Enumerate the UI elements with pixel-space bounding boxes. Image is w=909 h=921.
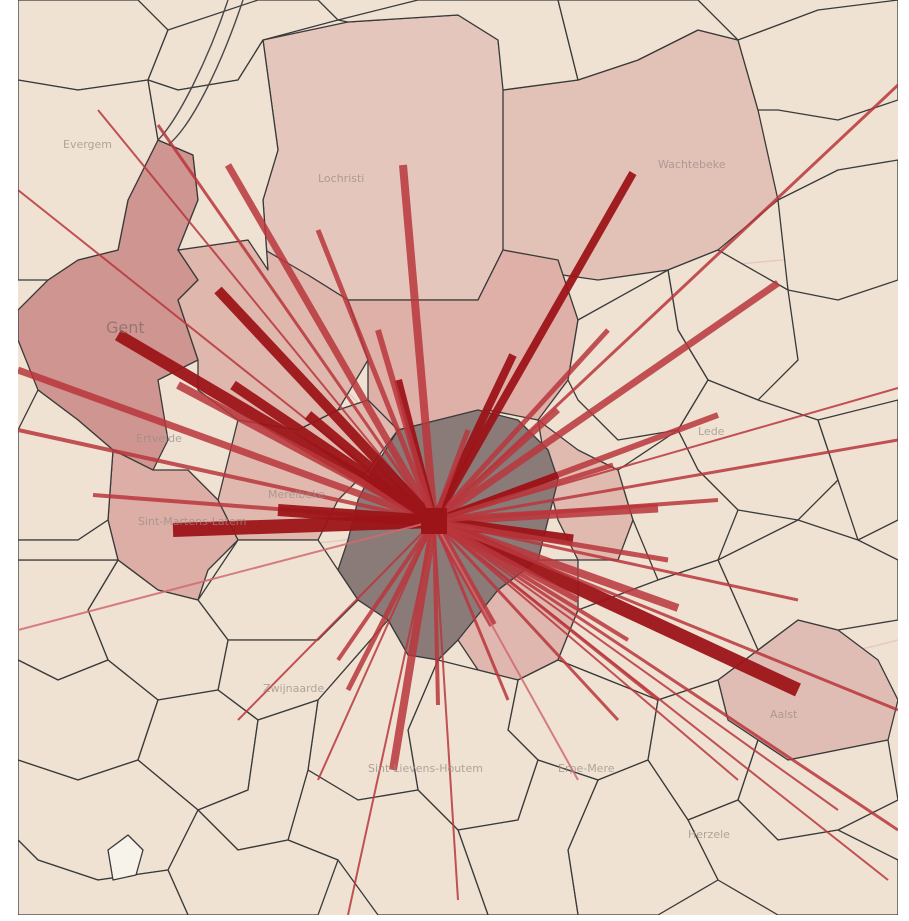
flow-line-35: [433, 519, 659, 702]
flow-line-54: [336, 519, 436, 662]
flow-line-44: [237, 520, 435, 721]
flow-line-5: [430, 171, 637, 523]
flow-line-34: [433, 520, 739, 781]
map-canvas[interactable]: [18, 0, 898, 915]
center-node: [421, 508, 447, 534]
flow-map[interactable]: Evergem Lochristi Wachtebeke Gent Sint-M…: [18, 0, 898, 915]
flow-line-55: [433, 498, 719, 523]
flow-line-16: [304, 411, 438, 525]
flow-line-41: [389, 520, 438, 771]
flow-line-40: [432, 520, 440, 706]
flow-line-49: [432, 519, 620, 722]
commuting-flow-lines: [18, 83, 898, 915]
flow-line-3: [224, 163, 438, 523]
flow-line-27: [433, 462, 614, 524]
flow-line-52: [431, 407, 561, 524]
flow-line-9: [430, 353, 517, 523]
flow-line-28: [431, 514, 801, 697]
flow-line-42: [345, 519, 437, 692]
flow-line-51: [315, 229, 437, 522]
flow-line-47: [18, 520, 435, 631]
flow-line-48: [433, 520, 579, 781]
flow-line-31: [433, 519, 898, 832]
flow-line-43: [317, 520, 435, 781]
flow-line-1: [156, 124, 436, 522]
flow-line-20: [277, 504, 435, 527]
flow-line-30: [433, 519, 898, 712]
flow-line-46: [433, 520, 459, 901]
flow-line-37: [432, 518, 580, 603]
flow-line-39: [432, 520, 510, 701]
flow-line-33: [433, 520, 839, 811]
flow-line-57: [433, 519, 799, 602]
flow-line-7: [432, 280, 780, 524]
flow-line-12: [18, 366, 436, 525]
flow-line-50: [375, 329, 437, 522]
flow-line-53: [431, 429, 471, 522]
flow-line-8: [432, 328, 610, 523]
region-enclave: [107, 834, 144, 881]
region-lochristi: [262, 14, 509, 301]
canal-layer: [157, 0, 244, 146]
flow-line-14: [176, 381, 436, 525]
flow-line-56: [433, 518, 669, 563]
flow-line-4: [399, 164, 438, 522]
flow-line-45: [347, 520, 435, 915]
flow-line-0: [97, 109, 435, 522]
flow-line-13: [18, 428, 435, 523]
flow-line-10: [214, 286, 438, 525]
flow-line-25: [433, 438, 898, 523]
flow-line-29: [432, 517, 680, 612]
